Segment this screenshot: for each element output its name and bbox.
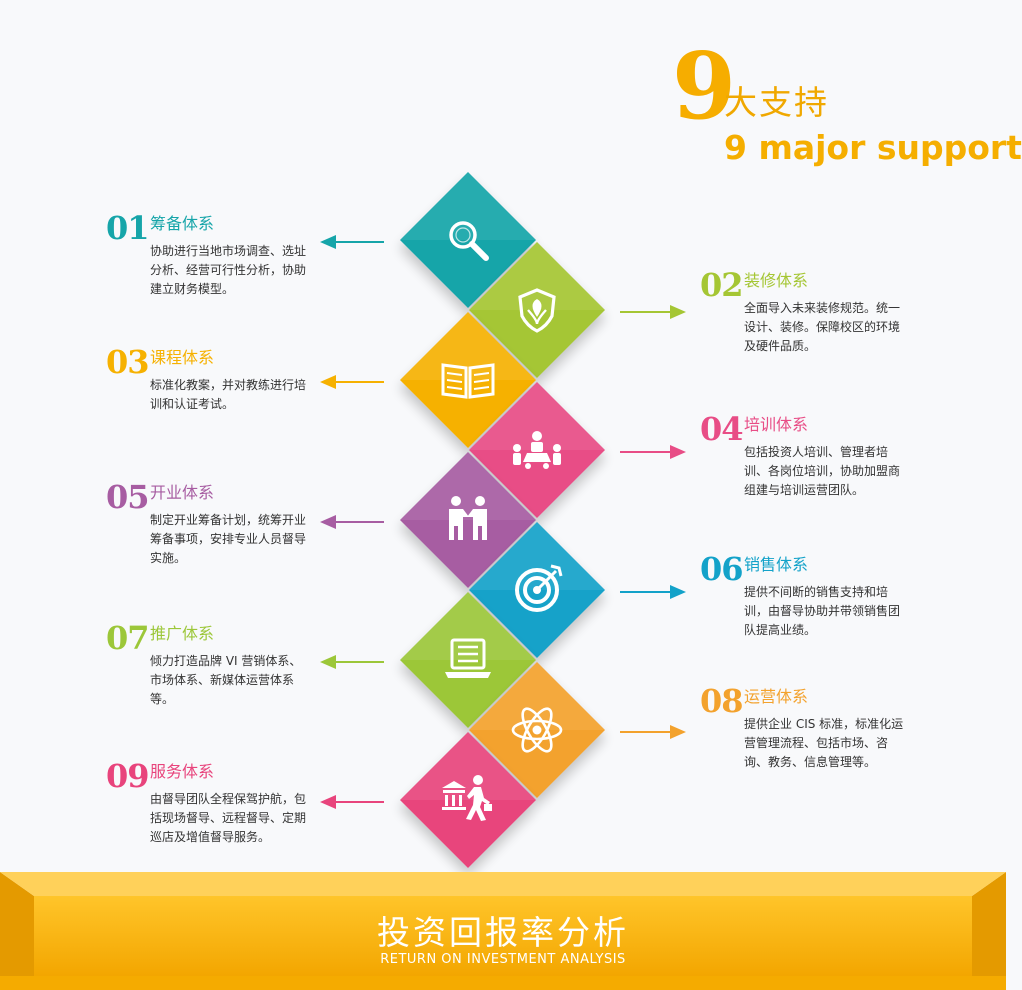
heading: 9 大支持 9 major support bbox=[668, 32, 1022, 180]
item-description: 全面导入未来装修规范。统一设计、装修。保障校区的环境及硬件品质。 bbox=[744, 301, 901, 353]
item-title: 开业体系 bbox=[150, 483, 215, 502]
item-number: 09 bbox=[106, 757, 150, 795]
banner-title-cn: 投资回报率分析 bbox=[377, 913, 629, 952]
handshake-icon bbox=[449, 496, 487, 540]
item-number: 07 bbox=[106, 619, 150, 657]
arrow-01 bbox=[320, 235, 384, 249]
item-number: 03 bbox=[106, 343, 150, 381]
item-description: 制定开业筹备计划，统筹开业筹备事项，安排专业人员督导实施。 bbox=[150, 513, 307, 565]
target-icon bbox=[515, 564, 563, 612]
item-description: 标准化教案，并对教练进行培训和认证考试。 bbox=[150, 378, 307, 411]
item-number: 05 bbox=[106, 478, 150, 516]
item-number: 02 bbox=[700, 266, 744, 304]
item-title: 筹备体系 bbox=[150, 214, 215, 233]
bottom-banner bbox=[0, 872, 1006, 990]
meeting-icon bbox=[513, 431, 561, 469]
heading-number: 9 bbox=[672, 32, 737, 140]
item-title: 装修体系 bbox=[744, 271, 809, 290]
arrow-05 bbox=[320, 515, 384, 529]
arrow-06 bbox=[620, 585, 686, 599]
arrow-02 bbox=[620, 305, 686, 319]
atom-icon bbox=[511, 707, 563, 753]
item-title: 销售体系 bbox=[744, 555, 809, 574]
shield-leaf-icon bbox=[518, 288, 556, 333]
diamond-05 bbox=[400, 452, 536, 588]
arrow-09 bbox=[320, 795, 384, 809]
laptop-icon bbox=[445, 638, 491, 678]
book-icon bbox=[441, 363, 495, 399]
arrow-07 bbox=[320, 655, 384, 669]
diamond-09 bbox=[400, 732, 536, 868]
item-title: 运营体系 bbox=[744, 687, 809, 706]
diamond-03 bbox=[400, 312, 536, 448]
arrow-03 bbox=[320, 375, 384, 389]
diamond-chain bbox=[320, 172, 686, 868]
item-title: 培训体系 bbox=[744, 415, 809, 434]
item-number: 06 bbox=[700, 550, 744, 588]
banner-title-en: RETURN ON INVESTMENT ANALYSIS bbox=[380, 952, 626, 967]
item-description: 提供不间断的销售支持和培训，由督导协助并带领销售团队提高业绩。 bbox=[744, 585, 901, 637]
item-description: 由督导团队全程保驾护航，包括现场督导、远程督导、定期巡店及增值督导服务。 bbox=[150, 792, 307, 844]
item-title: 服务体系 bbox=[150, 762, 215, 781]
heading-title-cn: 大支持 bbox=[724, 83, 829, 122]
heading-title-en: 9 major support bbox=[724, 128, 1022, 167]
item-number: 01 bbox=[106, 209, 150, 247]
item-title: 课程体系 bbox=[150, 348, 215, 367]
magnifier-icon bbox=[449, 221, 489, 261]
bank-walker-icon bbox=[442, 775, 492, 821]
arrow-04 bbox=[620, 445, 686, 459]
item-description: 倾力打造品牌 VI 营销体系、市场体系、新媒体运营体系等。 bbox=[150, 654, 302, 706]
item-description: 包括投资人培训、管理者培训、各岗位培训，协助加盟商组建与培训运营团队。 bbox=[744, 445, 901, 497]
arrow-08 bbox=[620, 725, 686, 739]
item-title: 推广体系 bbox=[150, 624, 215, 643]
item-number: 08 bbox=[700, 682, 744, 720]
item-description: 协助进行当地市场调查、选址分析、经营可行性分析，协助建立财务模型。 bbox=[150, 244, 307, 296]
item-number: 04 bbox=[700, 410, 744, 448]
item-description: 提供企业 CIS 标准，标准化运营管理流程、包括市场、咨询、教务、信息管理等。 bbox=[744, 717, 904, 769]
